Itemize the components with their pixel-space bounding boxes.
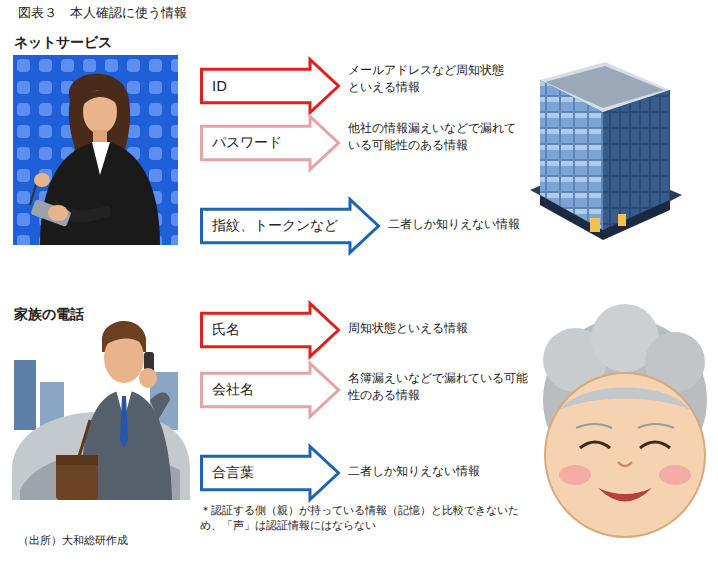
office-building <box>530 62 682 240</box>
block-arrow: 会社名 <box>200 362 340 418</box>
block-arrow: 指紋、トークンなど <box>200 198 380 254</box>
arrow-text: パスワード <box>200 134 282 152</box>
grandmother-illustration <box>543 304 707 537</box>
arrow-text: ID <box>200 78 227 94</box>
description-text: 二者しか知りえない情報 <box>348 463 523 480</box>
block-arrow: パスワード <box>200 115 340 171</box>
arrow-text: 合言葉 <box>200 464 254 482</box>
description-text: 他社の情報漏えいなどで漏れている可能性のある情報 <box>348 120 518 155</box>
source-caption: （出所）大和総研作成 <box>18 533 128 549</box>
description-text: 二者しか知りえない情報 <box>388 216 558 233</box>
block-arrow: ID <box>200 58 340 114</box>
man-illustration <box>12 321 190 500</box>
arrow-text: 指紋、トークンなど <box>200 217 338 235</box>
section-heading: 家族の電話 <box>14 304 174 324</box>
footnote: ＊認証する側（親）が持っている情報（記憶）と比較できないため、「声」は認証情報に… <box>200 503 530 533</box>
description-text: 名簿漏えいなどで漏れている可能性のある情報 <box>348 370 528 405</box>
block-arrow: 合言葉 <box>200 445 340 501</box>
description-text: メールアドレスなど周知状態といえる情報 <box>348 62 513 97</box>
section-heading: ネットサービス <box>14 32 174 52</box>
arrow-text: 会社名 <box>200 381 254 399</box>
block-arrow: 氏名 <box>200 302 340 358</box>
description-text: 周知状態といえる情報 <box>348 320 523 337</box>
figure-title: 図表３ 本人確認に使う情報 <box>18 4 187 23</box>
arrow-text: 氏名 <box>200 321 240 339</box>
woman-illustration <box>13 55 178 245</box>
